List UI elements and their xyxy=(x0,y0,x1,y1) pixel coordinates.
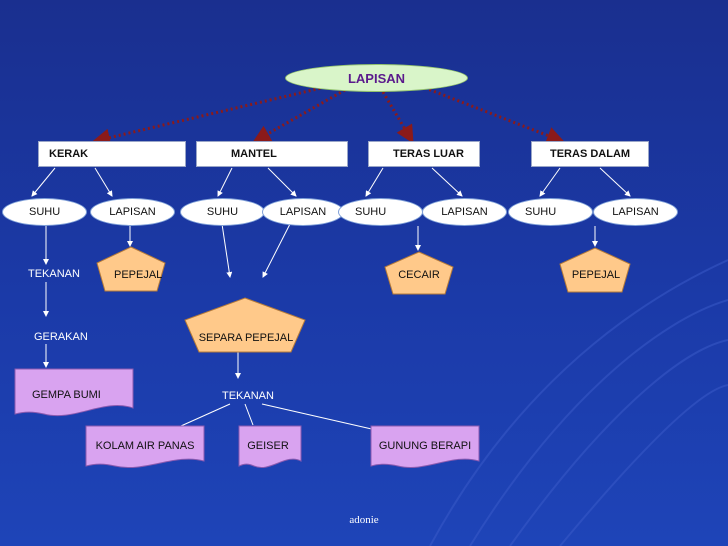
link-root-kerak xyxy=(92,84,331,147)
teras-dalam-suhu: SUHU xyxy=(508,198,593,226)
geiser-shape xyxy=(238,425,302,468)
kerak-pepejal-shape xyxy=(96,246,166,292)
teras-dalam-pepejal: PEPEJAL xyxy=(560,266,632,284)
teras-dalam-lapisan: LAPISAN xyxy=(593,198,678,226)
root-label: LAPISAN xyxy=(347,70,406,86)
gempa-bumi-shape xyxy=(14,368,134,417)
teras-luar-suhu: SUHU xyxy=(338,198,423,226)
layer-teras-dalam: TERAS DALAM xyxy=(531,141,649,167)
kolam-air-panas-label: KOLAM AIR PANAS xyxy=(95,440,195,452)
cecair-label: CECAIR xyxy=(398,269,440,281)
mantel-lapisan-label: LAPISAN xyxy=(279,206,327,218)
layer-kerak: KERAK xyxy=(38,141,186,167)
layer-teras-luar: TERAS LUAR xyxy=(368,141,480,167)
mantel-tekanan-label: TEKANAN xyxy=(222,390,274,402)
kerak-pepejal-label: PEPEJAL xyxy=(114,269,163,281)
kerak-pepejal: PEPEJAL xyxy=(100,266,184,284)
kerak-suhu: SUHU xyxy=(2,198,87,226)
teras-luar-lapisan-label: LAPISAN xyxy=(441,206,488,218)
teras-dalam-suhu-label: SUHU xyxy=(525,206,557,218)
kolam-air-panas-shape xyxy=(85,425,205,468)
geiser: GEISER xyxy=(238,437,298,455)
mantel-tekanan: TEKANAN xyxy=(222,388,302,404)
cecair-shape xyxy=(384,251,454,295)
teras-dalam-pepejal-shape xyxy=(559,247,631,293)
layer-teras-luar-label: TERAS LUAR xyxy=(393,148,464,160)
kerak-lapisan: LAPISAN xyxy=(90,198,175,226)
separa-pepejal: SEPARA PEPEJAL xyxy=(190,329,302,347)
separa-pepejal-label: SEPARA PEPEJAL xyxy=(198,332,294,344)
gunung-berapi: GUNUNG BERAPI xyxy=(370,437,480,455)
kerak-gerakan-label: GERAKAN xyxy=(34,331,88,343)
kerak-lapisan-label: LAPISAN xyxy=(109,206,156,218)
kerak-suhu-label: SUHU xyxy=(29,206,61,218)
teras-dalam-pepejal-label: PEPEJAL xyxy=(571,269,621,281)
link-root-teras-dalam xyxy=(419,84,565,144)
link-root-teras-luar xyxy=(381,91,414,144)
layer-teras-dalam-label: TERAS DALAM xyxy=(550,148,631,160)
footer-credit: adonie xyxy=(349,514,379,526)
gempa-bumi-label: GEMPA BUMI xyxy=(32,389,101,401)
layer-mantel-label: MANTEL xyxy=(231,148,277,160)
mantel-lapisan: LAPISAN xyxy=(262,198,344,226)
gempa-bumi: GEMPA BUMI xyxy=(18,386,142,404)
link-root-mantel xyxy=(252,88,346,143)
teras-luar-suhu-label: SUHU xyxy=(355,206,387,218)
gunung-berapi-label: GUNUNG BERAPI xyxy=(378,440,472,452)
kerak-tekanan: TEKANAN xyxy=(28,266,108,282)
kerak-gerakan: GERAKAN xyxy=(34,329,114,345)
gunung-berapi-shape xyxy=(370,425,480,468)
teras-luar-lapisan: LAPISAN xyxy=(422,198,507,226)
layer-mantel: MANTEL xyxy=(196,141,348,167)
mantel-suhu-label: SUHU xyxy=(206,206,239,218)
geiser-label: GEISER xyxy=(247,440,289,452)
teras-dalam-lapisan-label: LAPISAN xyxy=(612,206,659,218)
cecair: CECAIR xyxy=(383,266,455,284)
root-node: LAPISAN xyxy=(285,64,468,92)
kerak-tekanan-label: TEKANAN xyxy=(28,268,80,280)
mantel-suhu: SUHU xyxy=(180,198,265,226)
separa-pepejal-shape xyxy=(184,297,306,353)
kolam-air-panas: KOLAM AIR PANAS xyxy=(85,437,205,455)
layer-kerak-label: KERAK xyxy=(49,148,89,160)
